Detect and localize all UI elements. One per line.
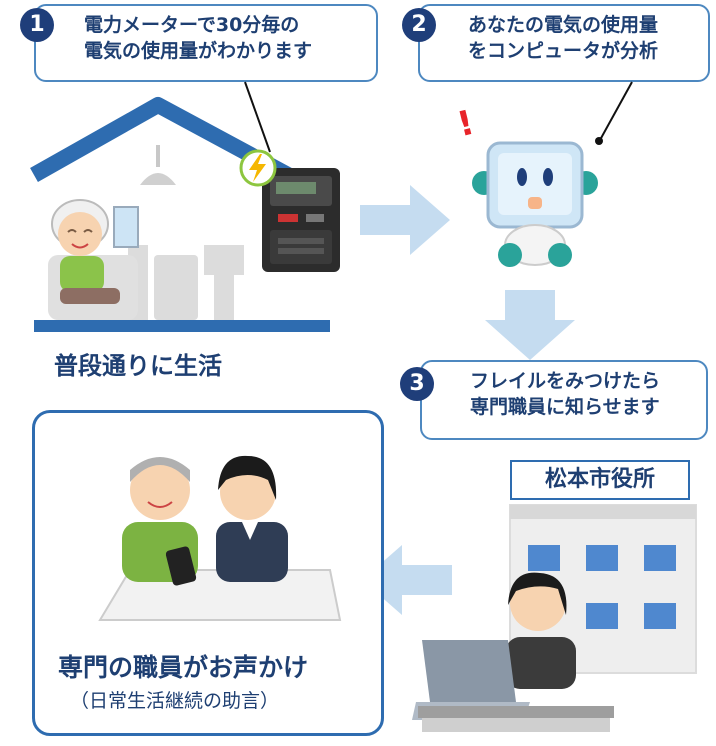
step-2-bubble: あなたの電気の使用量 をコンピュータが分析: [418, 4, 710, 82]
step-2-line-1: あなたの電気の使用量: [468, 14, 659, 36]
elderly-person-icon: [51, 199, 120, 304]
office-worker-icon: [506, 572, 576, 689]
robot-computer-icon: [472, 141, 598, 267]
step-1-line-1: 電力メーターで30分毎の: [84, 14, 300, 36]
house-caption: 普段通りに生活: [54, 352, 222, 380]
lightning-icon: [239, 149, 277, 187]
smartphone-icon: [165, 546, 197, 586]
step-3-bubble: フレイルをみつけたら 専門職員に知らせます: [420, 360, 708, 440]
arrow-down: [485, 290, 575, 360]
office-desk: [418, 706, 614, 732]
step-3-line-2: 専門職員に知らせます: [470, 396, 660, 418]
advice-panel-subtitle: （日常生活継続の助言）: [70, 690, 280, 712]
arrow-left: [362, 545, 452, 615]
city-office-label: 松本市役所: [510, 460, 690, 500]
smart-meter-icon: [262, 168, 340, 272]
step-2-line-2: をコンピュータが分析: [468, 40, 659, 62]
consultation-illustration: [98, 455, 342, 621]
advice-panel-title: 専門の職員がお声かけ: [58, 653, 309, 682]
step-2-badge: 2: [402, 8, 436, 42]
arrow-right: [360, 185, 450, 255]
step-1-line-2: 電気の使用量がわかります: [84, 40, 313, 62]
step-3-badge: 3: [400, 367, 434, 401]
step-3-line-1: フレイルをみつけたら: [470, 370, 661, 392]
step-1-badge: 1: [20, 8, 54, 42]
step-1-bubble: 電力メーターで30分毎の 電気の使用量がわかります: [34, 4, 378, 82]
